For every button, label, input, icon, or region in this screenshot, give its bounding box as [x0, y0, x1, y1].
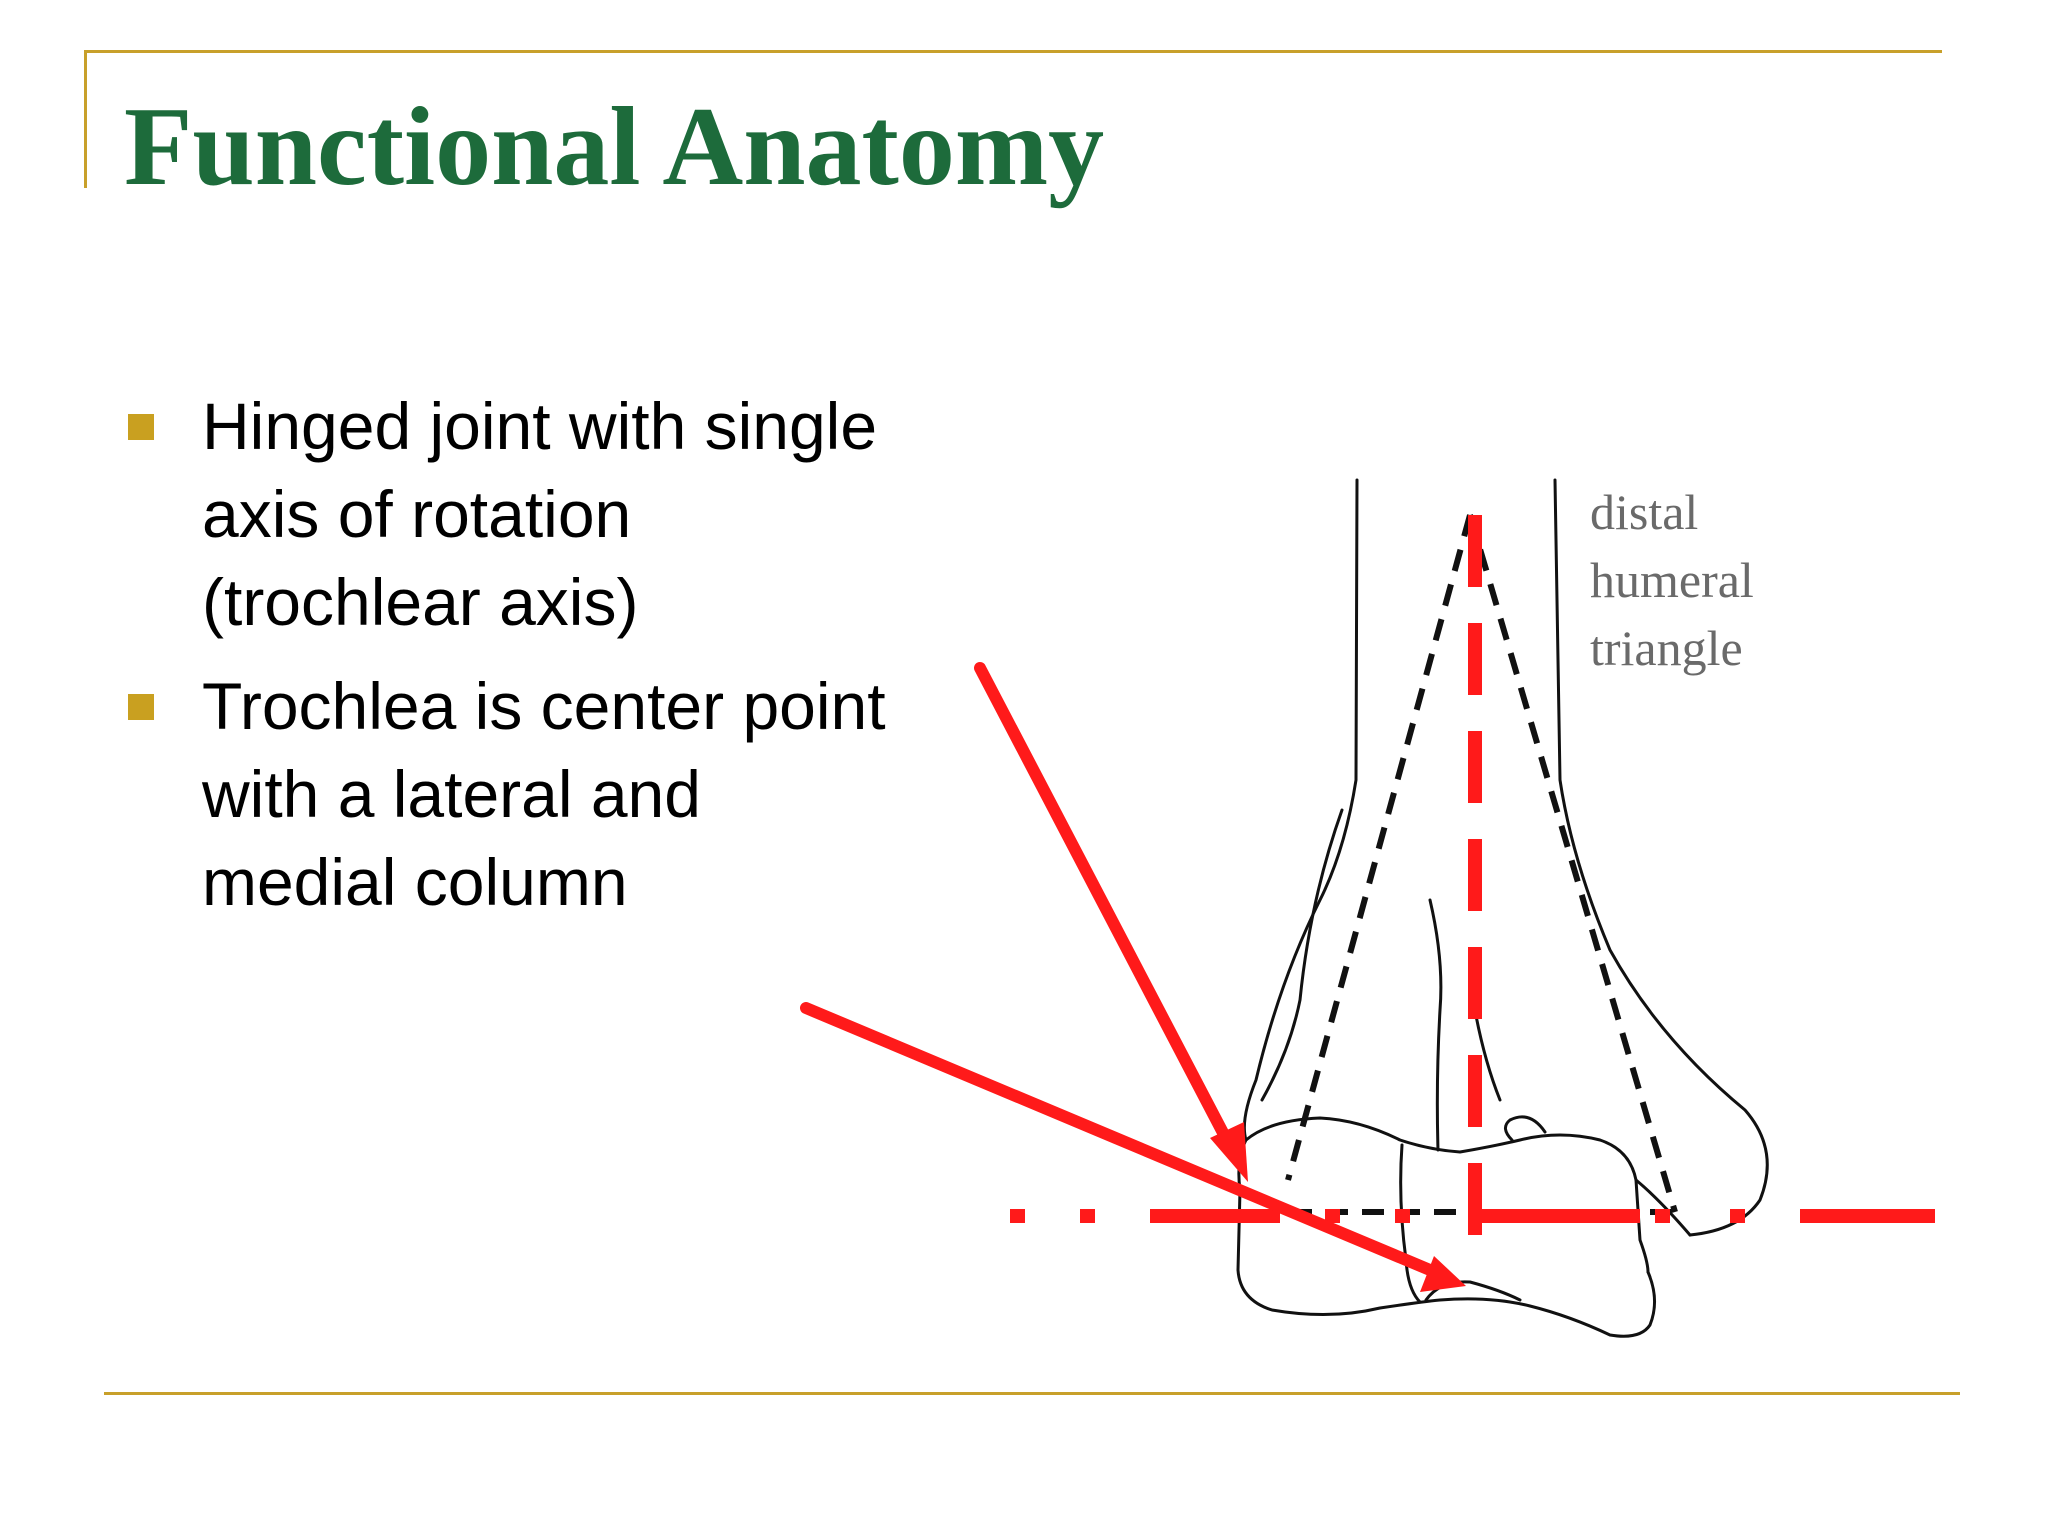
- red-arrow-lateral: [974, 662, 1248, 1182]
- bullet-item: Trochlea is center point with a lateral …: [126, 662, 1026, 926]
- humerus-bone-outline: [1236, 478, 1769, 1338]
- bullet-item: Hinged joint with single axis of rotatio…: [126, 382, 1026, 646]
- figure-label-distal-humeral-triangle: distal humeral triangle: [1590, 484, 1754, 676]
- left-rule: [84, 50, 87, 188]
- slide-title: Functional Anatomy: [124, 85, 1105, 209]
- bullet-text: Hinged joint with single axis of rotatio…: [202, 389, 878, 639]
- bottom-rule: [104, 1392, 1960, 1395]
- bullet-text: Trochlea is center point with a lateral …: [202, 669, 886, 919]
- square-bullet-icon: [128, 694, 154, 720]
- top-rule: [86, 50, 1942, 53]
- red-axis-lines: [1010, 515, 1935, 1265]
- red-arrow-medial: [800, 1002, 1466, 1292]
- square-bullet-icon: [128, 414, 154, 440]
- bullet-list: Hinged joint with single axis of rotatio…: [126, 382, 1026, 942]
